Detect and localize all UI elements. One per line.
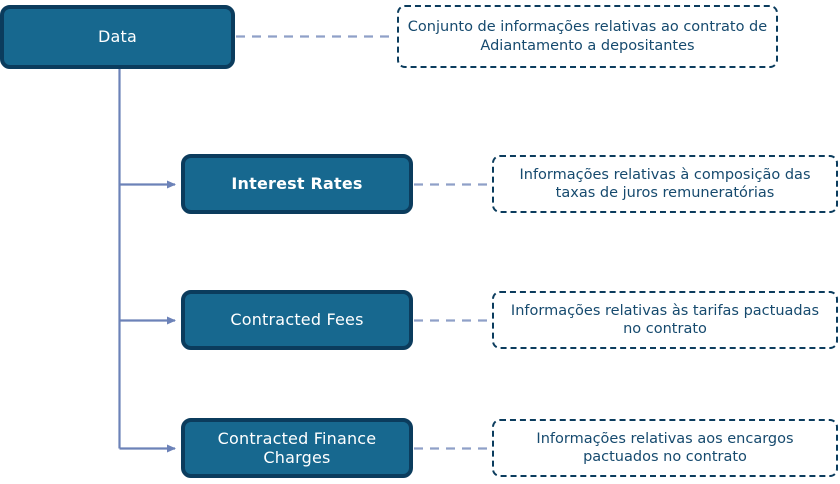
- note-contracted-finance-charges: Informações relativas aos encargos pactu…: [492, 419, 838, 477]
- node-root-data[interactable]: Data: [0, 5, 235, 69]
- node-root-label: Data: [97, 27, 137, 47]
- node-interest-rates-label: Interest Rates: [231, 174, 363, 194]
- node-interest-rates[interactable]: Interest Rates: [181, 154, 413, 214]
- node-contracted-finance-charges[interactable]: Contracted Finance Charges: [181, 418, 413, 478]
- note-contracted-finance-charges-text: Informações relativas aos encargos pactu…: [536, 430, 794, 465]
- note-contracted-fees-text: Informações relativas às tarifas pactuad…: [510, 302, 820, 337]
- note-root-text: Conjunto de informações relativas ao con…: [407, 19, 768, 54]
- note-interest-rates-text: Informações relativas à composição das t…: [519, 166, 811, 201]
- node-contracted-fees-label: Contracted Fees: [230, 310, 364, 330]
- note-contracted-fees: Informações relativas às tarifas pactuad…: [492, 291, 838, 349]
- node-contracted-fees[interactable]: Contracted Fees: [181, 290, 413, 350]
- note-interest-rates: Informações relativas à composição das t…: [492, 155, 838, 213]
- node-contracted-finance-charges-label: Contracted Finance Charges: [217, 428, 377, 467]
- note-root-data: Conjunto de informações relativas ao con…: [397, 5, 778, 68]
